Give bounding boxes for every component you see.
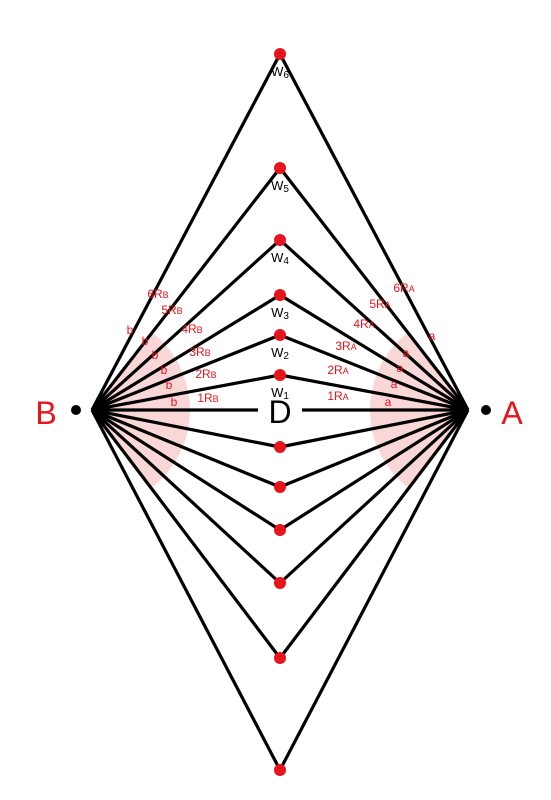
angle-label-a-1: a [385, 395, 392, 409]
angle-label-b-4: b [152, 348, 159, 362]
ray-a-9 [279, 408, 469, 532]
waypoint-label-1: W1 [271, 385, 289, 402]
waypoint-label-4: W4 [271, 250, 289, 267]
distance-label: D [268, 394, 291, 430]
waypoint-lower-4 [274, 577, 286, 589]
ray-a-8 [279, 408, 469, 489]
ray-lines [90, 53, 470, 771]
ray-b-1 [91, 373, 281, 412]
endpoint-a-label: A [501, 395, 523, 431]
ray-a-10 [278, 408, 470, 585]
ray-label-b-3: 3RB [189, 345, 210, 359]
waypoint-lower-5 [274, 652, 286, 664]
ray-label-a-1: 1RA [327, 389, 348, 403]
waypoint-label-2: W2 [271, 345, 289, 362]
ray-a-5 [278, 167, 470, 411]
ray-label-a-3: 3RA [335, 339, 356, 353]
waypoint-upper-6 [274, 48, 286, 60]
waypoint-labels: W1 W2 W3 W4 W5 W6 [271, 64, 289, 402]
waypoint-upper-3 [274, 289, 286, 301]
ray-a-4 [278, 238, 470, 412]
ray-b-6 [90, 53, 282, 411]
waypoint-markers [274, 48, 286, 776]
waypoint-label-6: W6 [271, 64, 289, 81]
ray-label-a-2: 2RA [327, 363, 348, 377]
ray-b-11 [90, 409, 282, 659]
waypoint-lower-6 [274, 764, 286, 776]
angle-label-b-5: b [142, 334, 149, 348]
ray-b-10 [90, 408, 282, 585]
ray-label-b-2: 2RB [195, 367, 216, 381]
waypoint-upper-2 [274, 329, 286, 341]
ray-b-9 [91, 408, 281, 532]
ray-label-a-5: 5RA [369, 297, 390, 311]
ray-b-7 [91, 408, 281, 449]
waypoint-upper-5 [274, 162, 286, 174]
ray-b-4 [90, 238, 282, 412]
ray-label-b-1: 1RB [197, 391, 218, 405]
ray-a-1 [279, 373, 469, 412]
waypoint-upper-1 [274, 369, 286, 381]
waypoint-upper-4 [274, 234, 286, 246]
waypoint-label-5: W5 [271, 178, 289, 195]
ray-b-12 [90, 409, 282, 771]
angle-label-b-3: b [161, 363, 168, 377]
angle-label-a-2: a [391, 377, 398, 391]
ray-a-3 [279, 293, 469, 412]
waypoint-lower-3 [274, 524, 286, 536]
ray-a-2 [279, 333, 469, 412]
ray-b-2 [91, 333, 281, 412]
ray-label-b-6: 6RB [147, 287, 168, 301]
distance-label-bg [262, 394, 298, 428]
ray-b-3 [91, 293, 281, 412]
angle-label-b-2: b [166, 378, 173, 392]
ray-label-a-6: 6RA [393, 281, 414, 295]
ray-b-8 [91, 408, 281, 489]
ray-label-b-4: 4RB [181, 322, 202, 336]
ray-a-12 [278, 409, 470, 771]
endpoint-b-label: B [35, 395, 56, 431]
angle-label-b-1: b [171, 395, 178, 409]
waypoint-label-3: W3 [271, 305, 289, 322]
ray-b-5 [90, 167, 282, 411]
ray-label-b-5: 5RB [161, 303, 182, 317]
ray-label-a-4: 4RA [353, 317, 374, 331]
angle-label-b-6: b [127, 323, 134, 337]
endpoint-b-dot [71, 405, 81, 415]
angle-label-a-4: a [403, 346, 410, 360]
angle-label-a-3: a [397, 361, 404, 375]
waypoint-lower-1 [274, 441, 286, 453]
ray-a-11 [278, 409, 470, 659]
waypoint-lower-2 [274, 481, 286, 493]
ray-a-6 [278, 53, 470, 411]
endpoint-a-dot [481, 405, 491, 415]
angle-label-a-5: a [429, 329, 436, 343]
ray-a-7 [279, 408, 469, 449]
